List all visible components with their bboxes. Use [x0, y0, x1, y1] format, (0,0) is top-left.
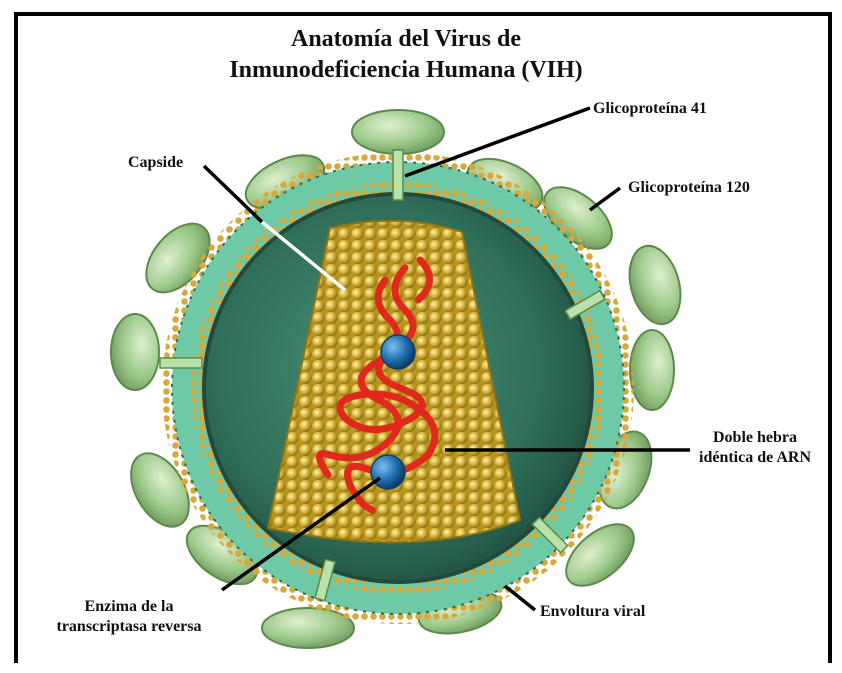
label-reverse-transcriptase-line-1: Enzima de la	[24, 597, 234, 617]
label-double-rna-line-2: idéntica de ARN	[680, 448, 830, 468]
label-glycoprotein-120: Glicoproteína 120	[628, 178, 750, 198]
label-double-rna-line-1: Doble hebra	[680, 428, 830, 448]
label-glycoprotein-41: Glicoproteína 41	[593, 99, 707, 119]
label-viral-envelope: Envoltura viral	[540, 602, 645, 622]
label-double-rna: Doble hebra idéntica de ARN	[680, 428, 830, 468]
label-reverse-transcriptase: Enzima de la transcriptasa reversa	[24, 597, 234, 637]
label-capside: Capside	[128, 153, 183, 173]
label-reverse-transcriptase-line-2: transcriptasa reversa	[24, 617, 234, 637]
